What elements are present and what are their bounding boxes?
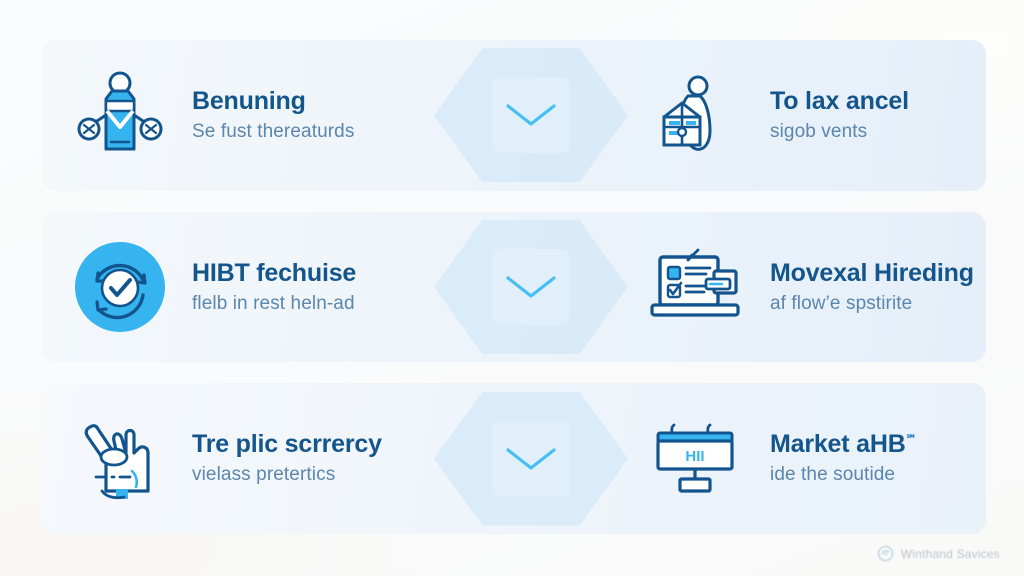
person-figure-icon	[68, 63, 172, 167]
chevron-down-icon[interactable]	[504, 102, 558, 128]
circular-logo-icon	[877, 545, 894, 562]
row-2-hexagon	[434, 220, 628, 354]
row-2-right-title: Movexal Hireding	[770, 258, 974, 287]
row-2-left-text: HIBT fechuise flelb in rest heln-ad	[192, 258, 356, 317]
row-1-connector	[434, 40, 628, 191]
person-with-toolbox-icon	[646, 63, 750, 167]
row-3-left-item[interactable]: Tre plic scrrercy vielass pretertics	[42, 383, 434, 534]
row-3-right-title: Market aHB℠	[770, 429, 917, 460]
row-2-hexagon-inner	[492, 249, 570, 325]
row-3-hexagon-inner	[492, 420, 570, 497]
laptop-checklist-icon	[646, 235, 750, 339]
row-3-right-subtitle: ide the soutide	[770, 464, 896, 486]
row-1-right-item[interactable]: To lax ancel sigob vents	[628, 40, 986, 191]
row-3-connector	[434, 383, 628, 534]
row-2-left-item[interactable]: HIBT fechuise flelb in rest heln-ad	[42, 212, 434, 363]
row-1-right-subtitle: sigob vents	[770, 121, 868, 143]
hand-document-icon	[68, 407, 172, 511]
row-1-left-item[interactable]: Benuning Se fust thereaturds	[42, 40, 434, 191]
row-2-right-text: Movexal Hireding af flow’e spstirite	[770, 258, 974, 317]
row-3-left-text: Tre plic scrrercy vielass pretertics	[192, 429, 382, 488]
row-1-left-text: Benuning Se fust thereaturds	[192, 86, 354, 145]
signboard-screen-text: HII	[685, 448, 704, 465]
watermark-text: Winthand Savices	[900, 546, 1000, 561]
row-2-left-subtitle: flelb in rest heln-ad	[192, 292, 355, 314]
infographic-row-2: HIBT fechuise flelb in rest heln-ad	[42, 211, 986, 363]
row-1-hexagon-inner	[492, 77, 570, 154]
row-3-hexagon	[434, 391, 628, 526]
row-2-connector	[434, 212, 628, 363]
row-3-right-title-text: Market aHB	[770, 430, 906, 459]
watermark: Winthand Savices	[877, 545, 1000, 562]
row-1-hexagon	[434, 48, 628, 183]
row-3-left-title: Tre plic scrrercy	[192, 430, 382, 459]
row-1-right-title: To lax ancel	[770, 86, 909, 115]
row-3-left-subtitle: vielass pretertics	[192, 464, 336, 486]
refresh-check-circle-icon	[68, 235, 172, 339]
infographic-row-1: Benuning Se fust thereaturds	[42, 40, 986, 191]
infographic-row-3: Tre plic scrrercy vielass pretertics	[42, 383, 986, 535]
chevron-down-icon[interactable]	[504, 274, 558, 300]
chevron-down-icon[interactable]	[504, 446, 558, 472]
row-1-left-title: Benuning	[192, 86, 306, 115]
row-2-right-subtitle: af flow’e spstirite	[770, 292, 913, 314]
row-2-right-item[interactable]: Movexal Hireding af flow’e spstirite	[628, 212, 986, 363]
row-3-right-item[interactable]: HII Market aHB℠ ide the soutide	[628, 383, 986, 534]
row-1-right-text: To lax ancel sigob vents	[770, 86, 909, 145]
trademark-mark: ℠	[905, 433, 917, 446]
row-2-left-title: HIBT fechuise	[192, 258, 357, 287]
row-1-left-subtitle: Se fust thereaturds	[192, 121, 355, 143]
signboard-monitor-icon: HII	[646, 407, 750, 511]
row-3-right-text: Market aHB℠ ide the soutide	[770, 429, 917, 488]
